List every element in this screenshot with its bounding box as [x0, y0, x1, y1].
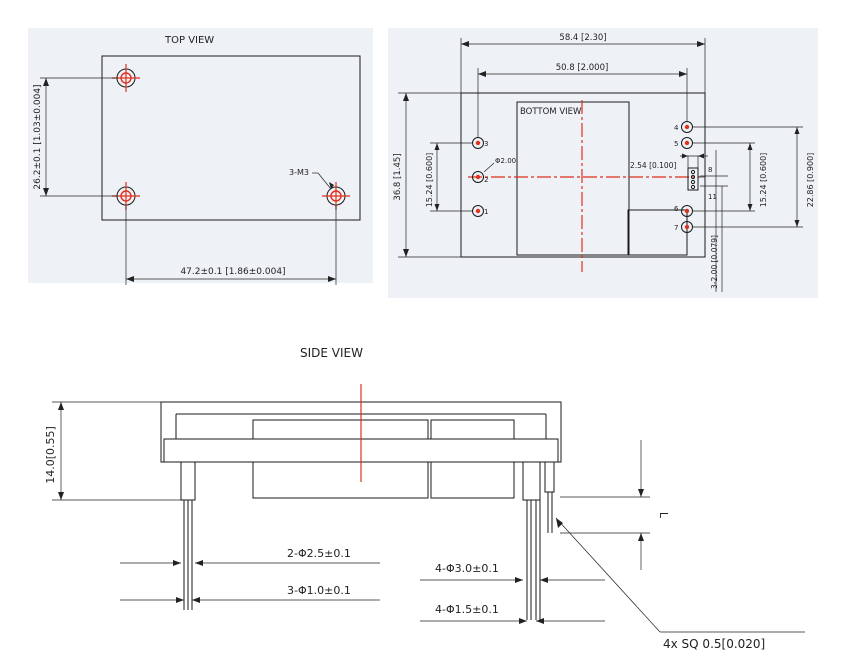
- connector-label-8: 8: [708, 166, 712, 174]
- component-bottom-right: [430, 461, 515, 499]
- left-standoff: [180, 461, 196, 610]
- svg-text:6: 6: [674, 205, 679, 213]
- component-top-left: [252, 419, 429, 440]
- left-pins-dim-label: 15.24 [0.600]: [425, 153, 434, 208]
- pin-diameter-label: Φ2.00: [495, 157, 516, 165]
- bottom-view-small-block: [627, 209, 688, 256]
- bottom-view-title: BOTTOM VIEW: [520, 107, 582, 117]
- top-view-outline: [101, 55, 361, 221]
- right-pin-4: 4: [674, 121, 693, 133]
- top-view-panel: [28, 28, 373, 283]
- pin-pitch-label: 2.54 [0.100]: [630, 161, 676, 170]
- svg-text:2: 2: [484, 176, 488, 184]
- bottom-view-panel: [388, 28, 818, 298]
- bottom-pin-span-label: 50.8 [2.000]: [556, 63, 609, 73]
- svg-text:7: 7: [674, 224, 678, 232]
- callout-2-phi-2-5: 2-Φ2.5±0.1: [287, 547, 351, 560]
- right-outer-dim-label: 22.86 [0.900]: [806, 153, 815, 208]
- connector-label-11: 11: [708, 193, 717, 201]
- callout-3-phi-1-0: 3-Φ1.0±0.1: [287, 584, 351, 597]
- top-height-dim-label: 26.2±0.1 [1.03±0.004]: [33, 84, 43, 189]
- right-pin-7: 7: [674, 221, 693, 233]
- bottom-overall-width-label: 58.4 [2.30]: [559, 33, 606, 43]
- right-pin-5: 5: [674, 137, 693, 149]
- right-standoff: [522, 461, 541, 620]
- left-pin-1: 1: [472, 205, 488, 217]
- small-pins-dim-label: 3-2.00 [0.079]: [710, 235, 719, 289]
- side-view: SIDE VIEW: [44, 346, 805, 651]
- top-view: TOP VIEW 26.2±0.1 [1.03±0.004]: [33, 35, 361, 285]
- left-pin-2: 2: [472, 171, 488, 184]
- bottom-view-inner-block: [516, 101, 630, 256]
- callout-square-pin: 4x SQ 0.5[0.020]: [663, 637, 765, 651]
- side-view-title: SIDE VIEW: [300, 346, 363, 360]
- callout-4-phi-1-5: 4-Φ1.5±0.1: [435, 603, 499, 616]
- svg-text:3: 3: [484, 140, 488, 148]
- right-pin-6: 6: [674, 205, 693, 217]
- length-l-label: L: [657, 512, 670, 519]
- svg-text:5: 5: [674, 140, 678, 148]
- top-view-title: TOP VIEW: [164, 35, 214, 46]
- bottom-view: BOTTOM VIEW 3 2 1 Φ2.00 4 5 6: [393, 33, 815, 292]
- square-pin: [544, 461, 555, 533]
- top-width-dim-label: 47.2±0.1 [1.86±0.004]: [180, 267, 285, 277]
- small-connector-pins: [687, 167, 705, 191]
- callout-4-phi-3-0: 4-Φ3.0±0.1: [435, 562, 499, 575]
- component-bottom-left: [252, 461, 429, 499]
- svg-text:1: 1: [484, 208, 488, 216]
- svg-text:4: 4: [674, 124, 679, 132]
- bottom-height-label: 36.8 [1.45]: [393, 153, 403, 200]
- left-pin-3: 3: [472, 137, 488, 149]
- right-pins-dim-label: 15.24 [0.600]: [759, 153, 768, 208]
- side-height-dim-label: 14.0[0.55]: [44, 426, 57, 484]
- square-pin-leader: [555, 517, 661, 633]
- component-top-right: [430, 419, 515, 440]
- bottom-view-outline: [460, 92, 706, 258]
- hole-callout-label: 3-M3: [289, 168, 309, 177]
